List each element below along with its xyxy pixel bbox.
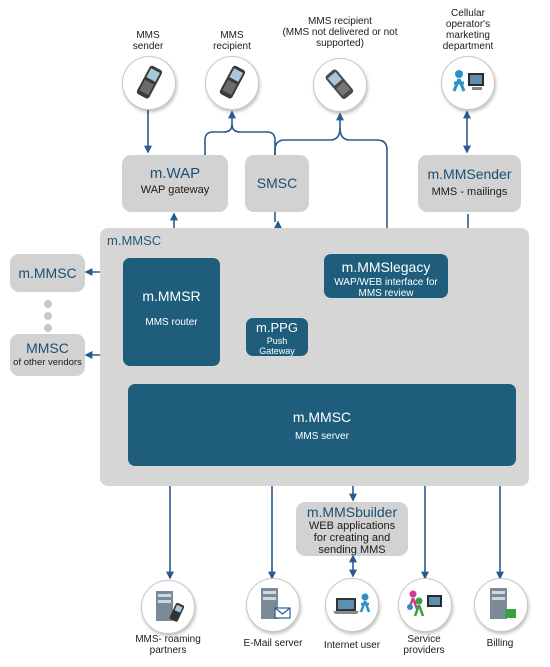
mobile-phone-icon — [219, 65, 246, 99]
server-tower-icon — [261, 588, 291, 619]
person-at-computer-icon — [407, 590, 442, 617]
email-server-node — [246, 578, 300, 632]
label-mms-sender: MMS sender — [132, 30, 164, 52]
server-tower-icon — [156, 591, 185, 622]
label-internet-user: Internet user — [323, 640, 381, 651]
mobile-phone-icon — [325, 69, 354, 99]
server-tower-icon — [490, 588, 516, 619]
other-vendors-mmsc-title: MMSC — [26, 340, 69, 356]
person-at-computer-icon — [452, 70, 484, 92]
mmslegacy-subtitle: WAP/WEB interface for MMS review — [334, 277, 438, 299]
mmsbuilder-title: m.MMSbuilder — [306, 504, 398, 520]
mobile-phone-icon — [136, 65, 163, 99]
label-mms-recipient: MMS recipient — [213, 30, 251, 52]
mmslegacy-title: m.MMSlegacy — [341, 259, 431, 275]
wap-gateway-subtitle: WAP gateway — [140, 184, 210, 196]
mmsender-subtitle: MMS - mailings — [431, 186, 508, 198]
other-vendors-mmsc-subtitle: of other vendors — [13, 357, 82, 368]
mmsr-subtitle: MMS router — [145, 317, 198, 328]
wap-gateway-title: m.WAP — [149, 165, 201, 182]
mmsc-server-subtitle: MMS server — [295, 431, 349, 442]
smsc-title: SMSC — [256, 175, 298, 191]
roaming-partners-node — [141, 580, 195, 634]
ellipsis-dot — [44, 312, 52, 320]
mmsc-system-title: m.MMSC — [107, 233, 162, 248]
billing-node — [474, 578, 528, 632]
mmsr-title: m.MMSR — [142, 288, 201, 304]
smsc-box: SMSC — [245, 155, 309, 212]
label-mms-recipient-unsupported: MMS recipient (MMS not delivered or not … — [282, 16, 398, 49]
ppg-module: m.PPG Push Gateway — [246, 318, 308, 356]
mms-unsupported-phone — [313, 58, 367, 112]
ppg-title: m.PPG — [256, 320, 298, 335]
ppg-subtitle: Push Gateway — [259, 336, 295, 356]
service-providers-node — [398, 578, 452, 632]
mms-sender-phone — [122, 56, 176, 110]
laptop-icon — [333, 593, 371, 614]
mmsender-box: m.MMSender MMS - mailings — [418, 155, 521, 212]
wap-gateway-box: m.WAP WAP gateway — [122, 155, 228, 212]
external-mmsc-title: m.MMSC — [18, 265, 77, 281]
label-roaming-partners: MMS- roaming partners — [135, 634, 201, 656]
label-service-providers: Service providers — [403, 634, 445, 656]
label-marketing-department: Cellular operator's marketing department — [442, 8, 494, 52]
external-mmsc-box: m.MMSC — [10, 254, 85, 292]
marketing-department-workstation — [441, 56, 495, 110]
mmsc-server-title: m.MMSC — [292, 409, 352, 425]
arrow-fork-to-unsupported — [274, 112, 344, 222]
mmsr-module: m.MMSR MMS router — [123, 258, 220, 366]
mmslegacy-module: m.MMSlegacy WAP/WEB interface for MMS re… — [324, 254, 448, 299]
mmsender-title: m.MMSender — [427, 166, 512, 182]
other-vendors-mmsc-box: MMSC of other vendors — [10, 334, 85, 376]
mms-recipient-phone — [205, 56, 259, 110]
mmsbuilder-subtitle: WEB applications for creating and sendin… — [308, 520, 396, 556]
label-email-server: E-Mail server — [243, 638, 303, 649]
internet-user-node — [325, 578, 379, 632]
mmsbuilder-box: m.MMSbuilder WEB applications for creati… — [296, 502, 408, 556]
ellipsis-dot — [44, 300, 52, 308]
mmsc-server-module: m.MMSC MMS server — [128, 384, 516, 466]
arrow-fork-to-recipient — [204, 110, 236, 155]
ellipsis-dot — [44, 324, 52, 332]
label-billing: Billing — [486, 638, 514, 649]
